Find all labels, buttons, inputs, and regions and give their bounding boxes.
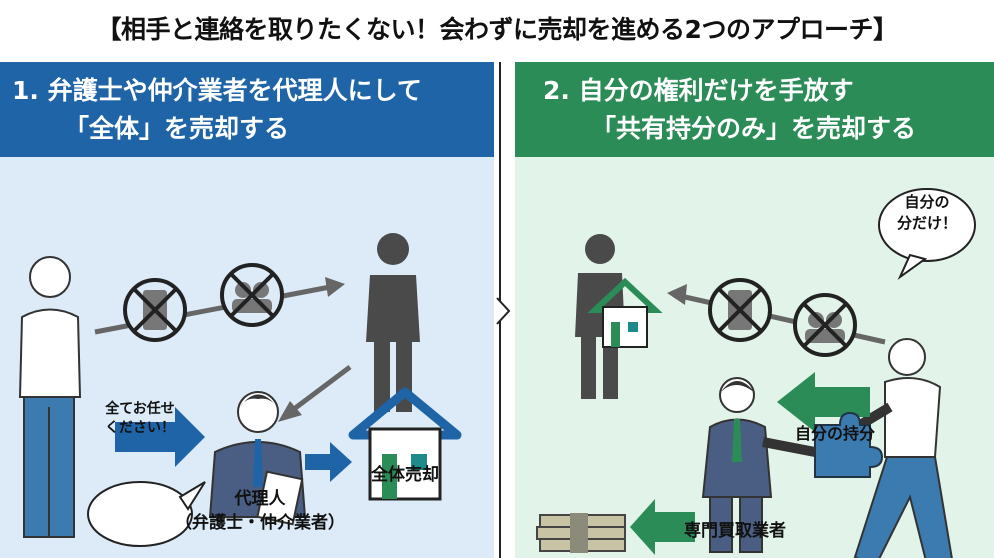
arrow-icon (278, 365, 352, 422)
approach-1-heading-line1: 1. 弁護士や仲介業者を代理人にして (12, 76, 422, 105)
co-owner-icon (366, 233, 420, 412)
approach-2-panel: 2. 自分の権利だけを手放す 「共有持分のみ」を売却する (515, 62, 994, 558)
person-icon (837, 338, 953, 558)
house-icon (348, 387, 462, 501)
agent-label: 代理人 （弁護士・仲介業者） (170, 487, 350, 535)
buyer-label: 専門買取業者 (684, 521, 786, 541)
approach-2-heading-line2: 「共有持分のみ」を売却する (591, 114, 917, 143)
agent-speech-text: 全てお任せ ください！ (92, 400, 188, 438)
agent-label-line1: 代理人 (234, 489, 286, 509)
money-stack-icon (536, 513, 626, 553)
chevron-right-icon (496, 297, 511, 325)
arrow-icon (305, 442, 352, 482)
bubble-line1: 自分の (904, 193, 950, 211)
no-phone-icon (123, 278, 187, 342)
speech-bubble (878, 188, 976, 281)
share-label: 自分の持分 (794, 424, 875, 443)
house-icon (587, 277, 663, 348)
approach-2-heading-line1: 2. 自分の権利だけを手放す (543, 76, 854, 105)
person-icon (18, 256, 82, 538)
approach-1-illustration (18, 233, 462, 547)
approach-1-panel: 1. 弁護士や仲介業者を代理人にして 「全体」を売却する (0, 62, 494, 558)
approach-1-header: 1. 弁護士や仲介業者を代理人にして 「全体」を売却する (0, 62, 494, 157)
no-meeting-icon (220, 263, 284, 327)
approach-1-heading-line2: 「全体」を売却する (64, 114, 290, 143)
no-phone-icon (708, 278, 772, 342)
buyer-icon (701, 377, 816, 553)
page-title: 【相手と連絡を取りたくない！会わずに売却を進める2つのアプローチ】 (96, 15, 898, 44)
agent-label-line2: （弁護士・仲介業者） (175, 513, 345, 533)
puzzle-piece-icon (814, 411, 884, 478)
approach-2-header: 2. 自分の権利だけを手放す 「共有持分のみ」を売却する (515, 62, 994, 157)
speech-bubble (87, 481, 206, 547)
approach-2-illustration (536, 188, 976, 558)
bubble-line1: 全てお任せ (105, 401, 175, 417)
whole-sale-label: 全体売却 (371, 465, 439, 485)
no-meeting-icon (793, 293, 857, 357)
bubble-line2: ください！ (105, 420, 175, 436)
agent-icon (208, 391, 307, 526)
arrow-icon (630, 499, 695, 555)
arrow-icon (115, 407, 205, 467)
bubble-line2: 分だけ！ (896, 214, 957, 232)
self-speech-text: 自分の 分だけ！ (887, 192, 967, 234)
